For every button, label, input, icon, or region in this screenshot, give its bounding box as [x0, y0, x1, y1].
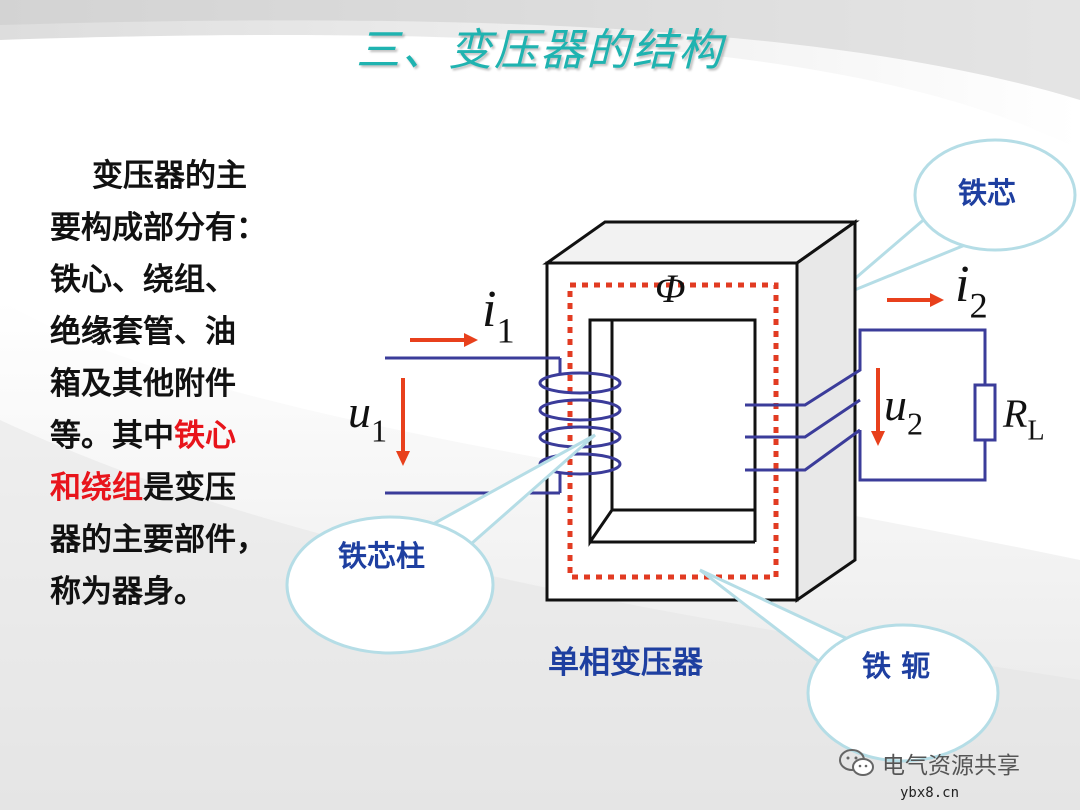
i1-label: i1	[482, 281, 515, 351]
u1-arrow	[396, 378, 410, 466]
wechat-icon	[839, 749, 874, 776]
diagram-caption: 单相变压器	[548, 645, 703, 681]
load-label: RL	[1003, 391, 1045, 447]
body-line: 等。其中	[50, 418, 174, 454]
callout-core-label: 铁芯	[958, 176, 1017, 210]
body-line: 箱及其他附件	[50, 366, 236, 402]
u2-arrow	[871, 368, 885, 446]
watermark-site: ybx8.cn	[900, 785, 960, 801]
slide-title: 三、变压器的结构	[356, 25, 724, 76]
callout-core-bubble	[829, 138, 1077, 302]
body-line: 铁心、绕组、	[50, 262, 236, 298]
callout-limb-bubble	[285, 433, 596, 655]
u1-label: u1	[348, 386, 388, 449]
i2-label: i2	[955, 256, 988, 326]
transformer-core	[542, 219, 860, 603]
body-line: 变压器的主	[92, 158, 247, 194]
i2-arrow	[887, 293, 944, 307]
body-line: 称为器身。	[50, 574, 205, 610]
callout-yoke-bubble	[699, 568, 1000, 763]
body-emphasis: 铁心	[174, 418, 236, 454]
callout-limb-label: 铁芯柱	[338, 539, 426, 573]
body-line: 绝缘套管、油	[50, 314, 236, 350]
body-paragraph: 变压器的主 要构成部分有： 铁心、绕组、 绝缘套管、油 箱及其他附件 等。其中铁…	[50, 150, 300, 618]
i1-arrow	[410, 333, 478, 347]
callout-yoke-label: 铁 轭	[862, 649, 931, 683]
u2-label: u2	[884, 379, 924, 442]
secondary-winding	[745, 328, 997, 482]
body-line: 是变压	[143, 470, 236, 506]
flux-path	[567, 282, 779, 580]
watermark-text: 电气资源共享	[882, 753, 1020, 779]
body-line: 要构成部分有：	[50, 210, 267, 246]
body-line: 器的主要部件，	[50, 522, 267, 558]
body-emphasis: 和绕组	[50, 470, 143, 506]
flux-label: Φ	[655, 266, 686, 311]
